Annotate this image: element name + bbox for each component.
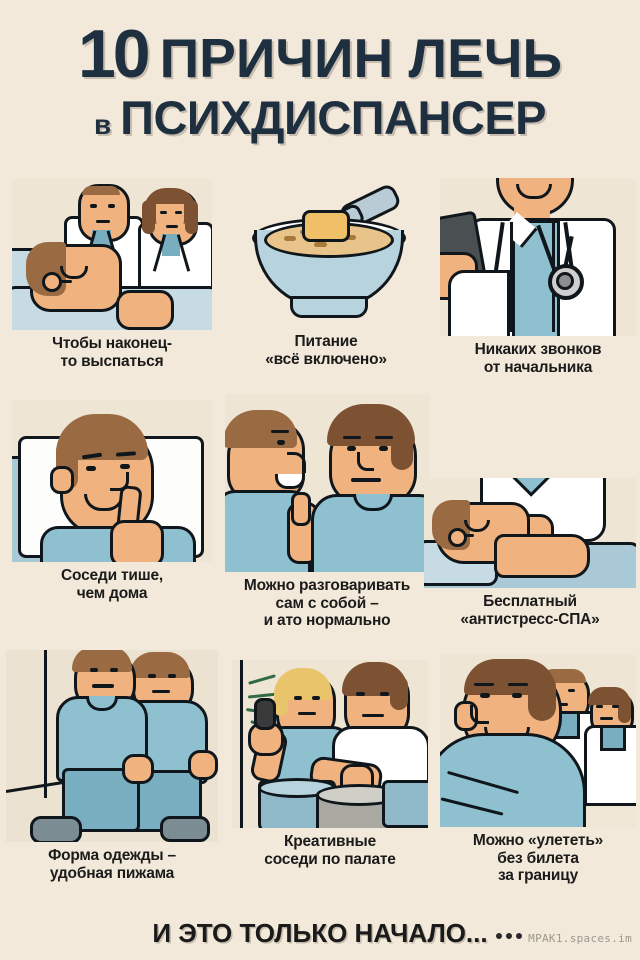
footer-text: И ЭТО ТОЛЬКО НАЧАЛО... [152, 918, 488, 948]
caption-6: Бесплатный «антистресс-СПА» [460, 593, 600, 628]
reasons-grid: Чтобы наконец- то выспаться [0, 178, 640, 923]
poster-title: 10 ПРИЧИН ЛЕЧЬ в ПСИХДИСПАНСЕР [0, 20, 640, 141]
illustration-8 [232, 660, 428, 828]
reason-item-6: Бесплатный «антистресс-СПА» [424, 478, 636, 628]
illustration-3 [440, 178, 636, 336]
illustration-6 [424, 478, 636, 588]
caption-2: Питание «всё включено» [265, 333, 387, 368]
illustration-2 [228, 178, 424, 328]
caption-8: Креативные соседи по палате [264, 833, 396, 868]
caption-9: Можно «улететь» без билета за границу [472, 832, 604, 884]
watermark-dots [496, 933, 522, 939]
title-line-2: в ПСИХДИСПАНСЕР [0, 94, 640, 141]
caption-1: Чтобы наконец- то выспаться [52, 335, 172, 370]
illustration-5 [225, 394, 429, 572]
title-line-1-text: ПРИЧИН ЛЕЧЬ [159, 27, 563, 89]
illustration-1 [12, 178, 212, 330]
illustration-7 [6, 650, 218, 842]
title-line-1: 10 ПРИЧИН ЛЕЧЬ [0, 20, 640, 88]
reason-item-1: Чтобы наконец- то выспаться [12, 178, 212, 370]
reason-item-8: Креативные соседи по палате [232, 660, 428, 868]
reason-item-4: Соседи тише, чем дома [12, 400, 212, 602]
reason-item-5: Можно разговаривать сам с собой – и ато … [225, 394, 429, 630]
title-number: 10 [77, 16, 151, 92]
poster-footer: И ЭТО ТОЛЬКО НАЧАЛО... [0, 918, 640, 949]
illustration-4 [12, 400, 212, 562]
reason-item-9: Можно «улететь» без билета за границу [440, 655, 636, 885]
reason-item-2: Питание «всё включено» [228, 178, 424, 368]
caption-5: Можно разговаривать сам с собой – и ато … [243, 577, 411, 629]
caption-3: Никаких звонков от начальника [474, 341, 602, 376]
illustration-9 [440, 655, 636, 827]
caption-7: Форма одежды – удобная пижама [48, 847, 176, 882]
caption-4: Соседи тише, чем дома [61, 567, 163, 602]
reason-item-7: Форма одежды – удобная пижама [6, 650, 218, 882]
reason-item-3: Никаких звонков от начальника [440, 178, 636, 376]
watermark: MPAK1.spaces.im [528, 932, 632, 945]
title-line-2-text: ПСИХДИСПАНСЕР [120, 91, 547, 144]
title-preposition: в [93, 109, 112, 140]
